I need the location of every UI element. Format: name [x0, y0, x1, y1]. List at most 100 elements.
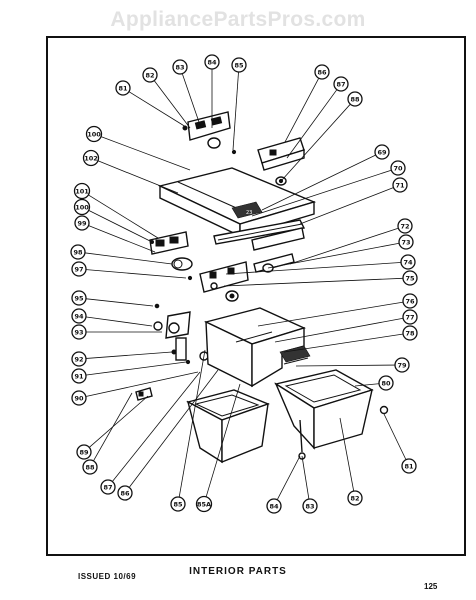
issued-date: ISSUED 10/69 — [78, 572, 137, 581]
callout-70: 70 — [390, 160, 406, 176]
callout-circle — [71, 324, 87, 340]
callout-circle — [73, 198, 91, 216]
callout-83: 83 — [302, 498, 318, 514]
callout-circle — [394, 357, 410, 373]
callout-number: 85A — [197, 501, 211, 509]
callout-circle — [400, 254, 416, 270]
callout-90: 90 — [71, 390, 87, 406]
leader-line — [86, 361, 187, 376]
callout-circle — [231, 57, 247, 73]
callout-number: 91 — [74, 373, 84, 381]
leader-line — [129, 91, 187, 128]
callout-number: 98 — [73, 249, 83, 257]
callout-86: 86 — [314, 64, 330, 80]
callout-circle — [71, 368, 87, 384]
leader-line — [178, 349, 206, 497]
callout-84: 84 — [204, 54, 220, 70]
callout-number: 85 — [234, 62, 244, 70]
callout-number: 90 — [74, 395, 84, 403]
leader-line — [383, 413, 407, 460]
callout-circle — [333, 76, 349, 92]
callout-80: 80 — [378, 375, 394, 391]
callout-91: 91 — [71, 368, 87, 384]
leader-line — [261, 154, 376, 211]
callout-73: 73 — [398, 234, 414, 250]
callout-86: 86 — [117, 485, 133, 501]
callout-87: 87 — [333, 76, 349, 92]
callout-number: 74 — [403, 259, 413, 267]
callout-102: 102 — [82, 149, 100, 167]
page-number: 125 — [424, 582, 438, 591]
callout-circle — [82, 149, 100, 167]
callout-77: 77 — [402, 309, 418, 325]
callout-circle — [402, 325, 418, 341]
callout-number: 78 — [405, 330, 415, 338]
callout-number: 92 — [74, 356, 83, 364]
callout-88: 88 — [82, 459, 98, 475]
callout-circle — [204, 54, 220, 70]
leader-line — [284, 78, 319, 143]
callout-circle — [82, 459, 98, 475]
callout-number: 82 — [350, 495, 359, 503]
callout-71: 71 — [392, 177, 408, 193]
callout-98: 98 — [70, 244, 86, 260]
callout-number: 93 — [74, 329, 83, 337]
callout-circle — [195, 495, 213, 513]
callout-circle — [378, 375, 394, 391]
leader-line — [88, 225, 156, 253]
leader-line — [85, 252, 173, 265]
leader-line — [97, 160, 179, 194]
callout-circle — [71, 351, 87, 367]
callout-97: 97 — [71, 261, 87, 277]
callout-number: 88 — [350, 96, 360, 104]
callout-number: 100 — [87, 131, 101, 139]
callout-93: 93 — [71, 324, 87, 340]
callout-number: 81 — [404, 463, 414, 471]
callout-circle — [402, 293, 418, 309]
leader-line — [251, 169, 392, 217]
callout-number: 80 — [381, 380, 391, 388]
callout-leaders — [85, 69, 407, 500]
leader-line — [154, 80, 191, 129]
callout-number: 83 — [175, 64, 184, 72]
callout-circle — [100, 479, 116, 495]
callout-number: 75 — [405, 275, 415, 283]
leader-line — [289, 227, 399, 265]
drawer-clip-part — [135, 387, 153, 401]
callout-circle — [76, 444, 92, 460]
callout-circle — [402, 309, 418, 325]
callout-number: 95 — [74, 295, 84, 303]
leader-line — [182, 73, 201, 126]
callout-circle — [401, 458, 417, 474]
leader-line — [232, 72, 239, 151]
leader-line — [274, 317, 403, 343]
callout-circle — [390, 160, 406, 176]
thermostat-bracket-part — [153, 303, 209, 365]
callout-number: 76 — [405, 298, 415, 306]
callout-number: 89 — [79, 449, 89, 457]
callout-69: 69 — [374, 144, 390, 160]
switch-bracket-part — [199, 261, 249, 302]
leader-line — [281, 104, 351, 181]
leader-line — [257, 301, 403, 327]
callout-number: 102 — [84, 155, 98, 163]
callout-79: 79 — [394, 357, 410, 373]
callout-circle — [85, 125, 103, 143]
callout-number: 94 — [74, 313, 84, 321]
leader-line — [86, 316, 153, 327]
crisper-drawer-upper-part — [203, 307, 311, 388]
callout-circle — [266, 498, 282, 514]
callout-72: 72 — [397, 218, 413, 234]
leader-line — [88, 194, 159, 239]
leader-line — [225, 262, 401, 275]
callout-94: 94 — [71, 308, 87, 324]
light-socket-part — [253, 253, 295, 273]
callout-circle — [71, 261, 87, 277]
callout-circle — [73, 182, 91, 200]
callout-75: 75 — [402, 270, 418, 286]
callout-circle — [397, 218, 413, 234]
leader-line — [129, 369, 219, 488]
callout-circle — [115, 80, 131, 96]
callout-88: 88 — [347, 91, 363, 107]
